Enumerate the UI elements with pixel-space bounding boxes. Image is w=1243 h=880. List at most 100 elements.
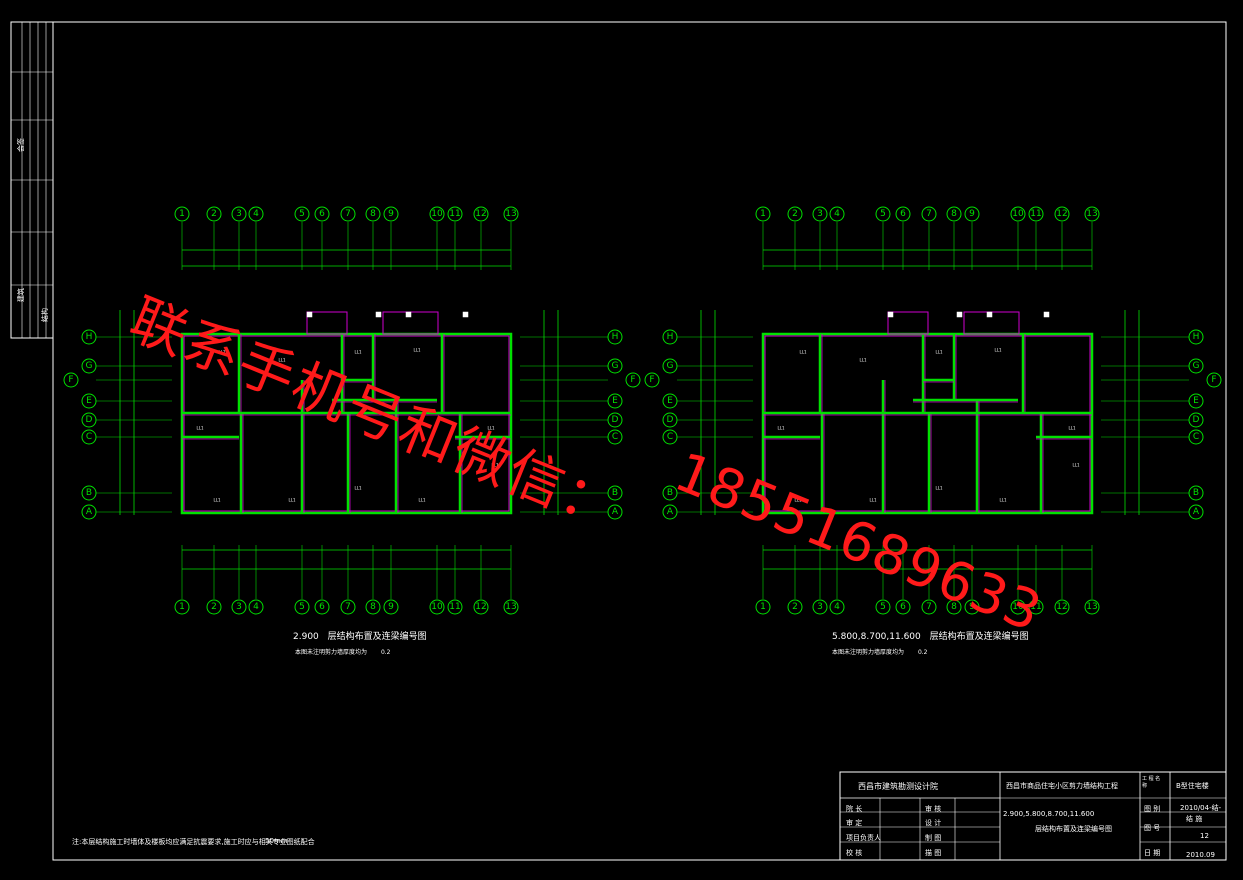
footnote: 注:本层结构施工时墙体及楼板均应满足抗震要求,施工时应与相关专业图纸配合 [72, 838, 315, 846]
axis-bubble-top-1 [755, 206, 771, 222]
axis-label-right-G: G [1193, 361, 1200, 371]
axis-bubble-bottom-4 [248, 599, 264, 615]
column-mark [986, 311, 993, 318]
axis-bubble-top-8 [946, 206, 962, 222]
axis-bubble-bottom-3 [231, 599, 247, 615]
tb-institute: 西昌市建筑勘测设计院 [858, 782, 938, 791]
axis-bubble-right-F [1206, 372, 1222, 388]
axis-label-left-C: C [86, 432, 92, 442]
column-mark [462, 311, 469, 318]
axis-label-bottom-8: 8 [370, 602, 376, 612]
axis-label-top-5: 5 [880, 209, 886, 219]
axis-label-bottom-4: 4 [834, 602, 840, 612]
beam-label: LL1 [288, 498, 295, 503]
axis-label-top-4: 4 [253, 209, 259, 219]
axis-label-bottom-3: 3 [817, 602, 823, 612]
column-mark [405, 311, 412, 318]
axis-bubble-bottom-12 [473, 599, 489, 615]
axis-bubble-top-7 [921, 206, 937, 222]
axis-bubble-left-F [644, 372, 660, 388]
axis-bubble-bottom-9 [964, 599, 980, 615]
beam-label: LL1 [994, 348, 1001, 353]
axis-bubble-top-8 [365, 206, 381, 222]
beam-label: LL1 [354, 486, 361, 491]
axis-label-top-8: 8 [951, 209, 957, 219]
axis-label-left-E: E [86, 396, 92, 406]
axis-label-bottom-12: 12 [475, 602, 486, 612]
axis-label-right-A: A [612, 507, 619, 517]
axis-label-bottom-9: 9 [388, 602, 394, 612]
tb-row-label2-1: 审 核 [925, 805, 942, 813]
axis-label-bottom-13: 13 [1086, 602, 1097, 612]
axis-label-left-H: H [86, 332, 93, 342]
beam-label: LL1 [487, 426, 494, 431]
beam-label: LL1 [354, 350, 361, 355]
axis-label-right-D: D [1193, 415, 1200, 425]
tb-row-label2-4: 描 图 [925, 849, 942, 857]
axis-label-top-13: 13 [505, 209, 516, 219]
column-mark [956, 311, 963, 318]
axis-label-bottom-1: 1 [179, 602, 185, 612]
axis-bubble-top-7 [340, 206, 356, 222]
axis-label-left-D: D [86, 415, 93, 425]
axis-bubble-bottom-2 [787, 599, 803, 615]
axis-label-left-E: E [667, 396, 673, 406]
axis-label-right-H: H [612, 332, 619, 342]
axis-bubble-bottom-5 [875, 599, 891, 615]
axis-label-right-H: H [1193, 332, 1200, 342]
axis-label-right-D: D [612, 415, 619, 425]
axis-label-top-6: 6 [319, 209, 325, 219]
axis-bubble-top-4 [829, 206, 845, 222]
beam-label: LL1 [491, 463, 498, 468]
axis-bubble-bottom-9 [383, 599, 399, 615]
axis-label-bottom-6: 6 [319, 602, 325, 612]
axis-label-top-2: 2 [792, 209, 798, 219]
axis-bubble-bottom-13 [503, 599, 519, 615]
beam-label: LL1 [418, 498, 425, 503]
axis-label-bottom-6: 6 [900, 602, 906, 612]
beam-label: LL1 [935, 486, 942, 491]
axis-label-left-B: B [667, 488, 673, 498]
axis-label-right-C: C [1193, 432, 1199, 442]
axis-label-bottom-12: 12 [1056, 602, 1067, 612]
axis-label-bottom-2: 2 [211, 602, 217, 612]
axis-bubble-top-1 [174, 206, 190, 222]
axis-bubble-top-9 [964, 206, 980, 222]
axis-label-bottom-2: 2 [792, 602, 798, 612]
axis-label-bottom-3: 3 [236, 602, 242, 612]
axis-label-top-7: 7 [926, 209, 932, 219]
axis-label-top-10: 10 [431, 209, 443, 219]
tb-row-label2-2: 设 计 [925, 819, 942, 827]
tb-row-label-4: 校 核 [846, 849, 863, 857]
axis-label-bottom-7: 7 [345, 602, 351, 612]
axis-label-top-11: 11 [1030, 209, 1041, 219]
axis-label-top-1: 1 [179, 209, 185, 219]
axis-label-top-3: 3 [817, 209, 823, 219]
axis-label-top-4: 4 [834, 209, 840, 219]
axis-label-bottom-9: 9 [969, 602, 975, 612]
axis-label-right-B: B [1193, 488, 1199, 498]
axis-bubble-top-5 [875, 206, 891, 222]
beam-label: LL1 [777, 426, 784, 431]
column-mark [375, 311, 382, 318]
axis-bubble-bottom-6 [314, 599, 330, 615]
tb-right-value-3: 结 施 [1186, 815, 1203, 823]
axis-label-left-A: A [667, 507, 674, 517]
axis-label-bottom-10: 10 [1012, 602, 1024, 612]
axis-label-right-A: A [1193, 507, 1200, 517]
title-block [839, 771, 1227, 861]
tb-project: 西昌市商品住宅小区剪力墙结构工程 [1006, 782, 1118, 790]
axis-bubble-top-11 [1028, 206, 1044, 222]
axis-label-top-13: 13 [1086, 209, 1097, 219]
axis-label-bottom-8: 8 [951, 602, 957, 612]
axis-label-top-11: 11 [449, 209, 460, 219]
building-inner [764, 335, 1091, 512]
axis-label-left-A: A [86, 507, 93, 517]
plan-2-elevation: 5.800,8.700,11.600 [832, 632, 921, 642]
beam-label: LL1 [213, 498, 220, 503]
tb-right-value-4: 12 [1200, 832, 1209, 840]
plan-2-title-text: 层结构布置及连梁编号图 [929, 632, 1029, 642]
axis-bubble-bottom-1 [174, 599, 190, 615]
axis-label-bottom-7: 7 [926, 602, 932, 612]
axis-label-top-12: 12 [1056, 209, 1067, 219]
